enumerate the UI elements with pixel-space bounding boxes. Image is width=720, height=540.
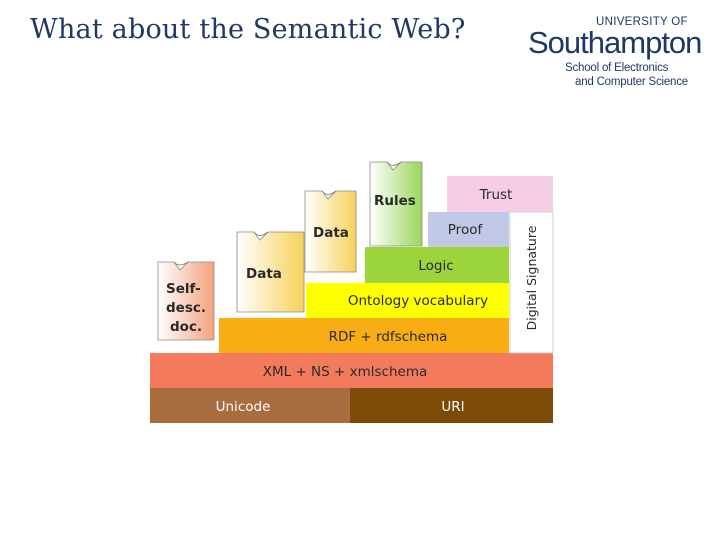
layer-proof (428, 212, 509, 247)
logo-school: School of Electronics (565, 62, 669, 74)
doc-self-desc-label-3: doc. (170, 319, 202, 335)
layer-trust-label: Trust (479, 187, 513, 203)
logo-department: and Computer Science (575, 76, 688, 88)
doc-self-describing (157, 261, 215, 341)
logo-university-of: UNIVERSITY OF (596, 16, 688, 28)
doc-data-2-label: Data (313, 225, 349, 241)
layer-uri-label: URI (441, 399, 464, 415)
layer-rdf-label: RDF + rdfschema (329, 329, 448, 345)
doc-rules (369, 161, 423, 247)
layer-unicode (150, 388, 350, 423)
layer-logic (365, 247, 509, 283)
doc-data-1 (236, 231, 305, 313)
layer-proof-label: Proof (448, 222, 484, 238)
doc-rules-label: Rules (374, 193, 416, 209)
layer-xml (150, 353, 553, 388)
doc-data-2 (304, 190, 357, 273)
layer-ontology (306, 283, 509, 318)
layer-ontology-label: Ontology vocabulary (348, 293, 488, 309)
layer-digital-signature-label: Digital Signature (524, 225, 539, 330)
doc-self-desc-label-2: desc. (166, 300, 206, 316)
layer-uri (350, 388, 553, 423)
doc-self-desc-label-1: Self- (166, 281, 201, 297)
layer-digital-signature (509, 211, 554, 354)
layer-rdf (219, 318, 509, 353)
layer-logic-label: Logic (418, 258, 453, 274)
university-logo: UNIVERSITY OF Southampton School of Elec… (528, 16, 708, 92)
layer-unicode-label: Unicode (216, 399, 271, 415)
layer-trust (447, 176, 553, 212)
doc-data-1-label: Data (246, 266, 282, 282)
logo-wordmark: Southampton (528, 25, 702, 60)
layer-xml-label: XML + NS + xmlschema (263, 364, 428, 380)
slide-title: What about the Semantic Web? (30, 14, 466, 45)
